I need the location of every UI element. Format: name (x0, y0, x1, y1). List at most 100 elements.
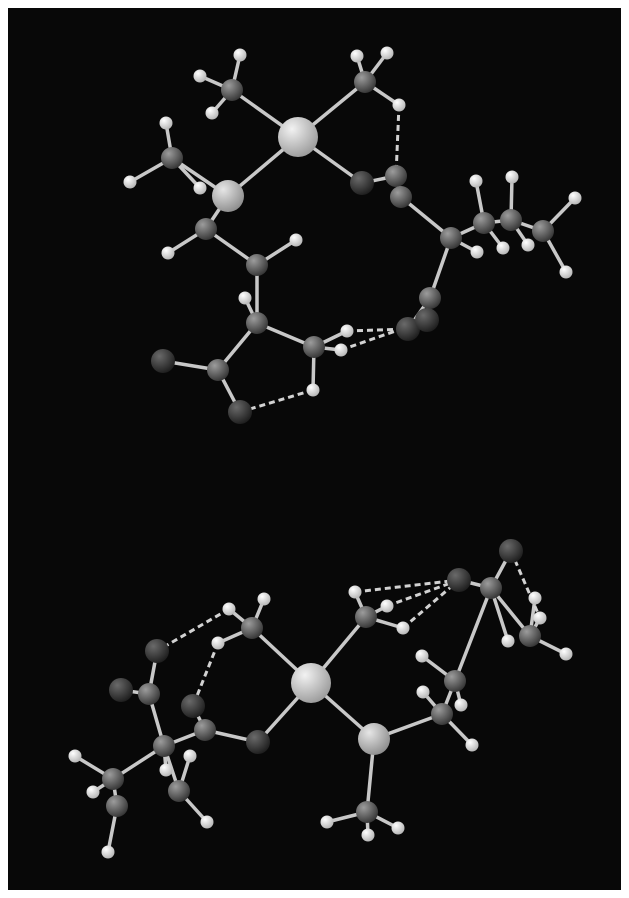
top-molecule-hydrogen-atom (238, 291, 252, 305)
bottom-molecule-carbon-atom (153, 735, 175, 757)
bottom-molecule-oxygen-atom (447, 568, 471, 592)
bottom-molecule-carbon-atom (480, 577, 502, 599)
bottom-molecule-hydrogen-atom (559, 647, 573, 661)
top-molecule-hydrogen-atom (521, 238, 535, 252)
bottom-molecule-carbon-atom (355, 606, 377, 628)
bottom-molecule-carbon-atom (106, 795, 128, 817)
bottom-molecule-carbon-atom (138, 683, 160, 705)
bottom-molecule-hydrogen-atom (101, 845, 115, 859)
top-molecule-carbon-atom (473, 212, 495, 234)
atoms-layer (68, 46, 582, 859)
top-molecule-hydrogen-atom (350, 49, 364, 63)
top-molecule-hydrogen-atom (334, 343, 348, 357)
top-molecule-hydrogen-atom (161, 246, 175, 260)
top-molecule-carbon-atom (221, 79, 243, 101)
bottom-molecule-carbon-atom (519, 625, 541, 647)
top-molecule-hydrogen-atom (193, 69, 207, 83)
bottom-molecule-oxygen-atom (181, 694, 205, 718)
bottom-molecule-metal-atom (291, 663, 331, 703)
bottom-molecule-hydrogen-bond (386, 578, 460, 608)
bottom-molecule-oxygen-atom (145, 639, 169, 663)
top-molecule-carbon-atom (532, 220, 554, 242)
top-molecule-oxygen-atom (396, 317, 420, 341)
top-molecule-carbon-atom (354, 71, 376, 93)
bottom-molecule-bond (453, 586, 493, 683)
bottom-molecule-hydrogen-bond (191, 642, 220, 707)
top-molecule-oxygen-atom (415, 308, 439, 332)
top-molecule-carbon-atom (161, 147, 183, 169)
top-molecule-hydrogen-atom (123, 175, 137, 189)
top-molecule-hydrogen-atom (568, 191, 582, 205)
top-molecule-carbon-atom (246, 312, 268, 334)
bottom-molecule-hydrogen-atom (348, 585, 362, 599)
bottom-molecule-hydrogen-atom (222, 602, 236, 616)
bottom-molecule-phosphorus-atom (358, 723, 390, 755)
top-molecule-carbon-atom (246, 254, 268, 276)
top-molecule-hydrogen-atom (469, 174, 483, 188)
top-molecule-hydrogen-bond (394, 104, 401, 177)
top-molecule-phosphorus-atom (212, 180, 244, 212)
bottom-molecule-carbon-atom (444, 670, 466, 692)
top-molecule-hydrogen-atom (159, 116, 173, 130)
bottom-molecule-hydrogen-bond (156, 607, 230, 653)
bottom-molecule-hydrogen-atom (211, 636, 225, 650)
top-molecule-hydrogen-atom (380, 46, 394, 60)
bottom-molecule-carbon-atom (431, 703, 453, 725)
bottom-molecule-hydrogen-atom (361, 828, 375, 842)
bottom-molecule-carbon-atom (241, 617, 263, 639)
top-molecule-hydrogen-atom (470, 245, 484, 259)
top-molecule-carbon-atom (440, 227, 462, 249)
top-molecule-oxygen-atom (151, 349, 175, 373)
bottom-molecule-hydrogen-atom (320, 815, 334, 829)
bottom-molecule-carbon-atom (356, 801, 378, 823)
bottom-molecule-hydrogen-atom (257, 592, 271, 606)
bottom-molecule-oxygen-atom (109, 678, 133, 702)
top-molecule-hydrogen-atom (559, 265, 573, 279)
top-molecule-carbon-atom (385, 165, 407, 187)
bottom-molecule-hydrogen-atom (465, 738, 479, 752)
top-molecule-hydrogen-atom (289, 233, 303, 247)
top-molecule-hydrogen-atom (505, 170, 519, 184)
bottom-molecule-hydrogen-atom (159, 763, 173, 777)
bottom-molecule-hydrogen-atom (391, 821, 405, 835)
top-molecule-oxygen-atom (228, 400, 252, 424)
top-molecule-carbon-atom (500, 209, 522, 231)
bottom-molecule-hydrogen-atom (396, 621, 410, 635)
top-molecule-hydrogen-atom (306, 383, 320, 397)
bottom-molecule-hydrogen-atom (183, 749, 197, 763)
bottom-molecule-hydrogen-atom (528, 591, 542, 605)
top-molecule-hydrogen-atom (340, 324, 354, 338)
bottom-molecule-carbon-atom (194, 719, 216, 741)
top-molecule-carbon-atom (303, 336, 325, 358)
bottom-molecule-hydrogen-atom (200, 815, 214, 829)
bottom-molecule-hydrogen-atom (68, 749, 82, 763)
bottom-molecule-hydrogen-atom (415, 649, 429, 663)
top-molecule-hydrogen-atom (496, 241, 510, 255)
top-molecule-hydrogen-atom (193, 181, 207, 195)
bottom-molecule-hydrogen-atom (501, 634, 515, 648)
bottom-molecule-hydrogen-bond (402, 578, 460, 630)
image-background (8, 8, 621, 890)
bottom-molecule-carbon-atom (102, 768, 124, 790)
bottom-molecule-hydrogen-atom (454, 698, 468, 712)
bottom-molecule-oxygen-atom (499, 539, 523, 563)
top-molecule-hydrogen-atom (205, 106, 219, 120)
bottom-molecule-hydrogen-atom (380, 599, 394, 613)
top-molecule-oxygen-atom (350, 171, 374, 195)
top-molecule-hydrogen-atom (392, 98, 406, 112)
bottom-molecule-hydrogen-atom (86, 785, 100, 799)
top-molecule-hydrogen-atom (233, 48, 247, 62)
bottom-molecule-hydrogen-bond (354, 578, 460, 594)
bottom-molecule-hydrogen-atom (416, 685, 430, 699)
bottom-molecule-hydrogen-atom (533, 611, 547, 625)
bottom-molecule-hydrogen-bond (509, 550, 542, 619)
top-molecule-carbon-atom (207, 359, 229, 381)
bottom-molecule-carbon-atom (168, 780, 190, 802)
top-molecule-hydrogen-bond (239, 388, 314, 414)
top-molecule-carbon-atom (195, 218, 217, 240)
top-molecule-metal-atom (278, 117, 318, 157)
bottom-molecule-oxygen-atom (246, 730, 270, 754)
top-molecule-carbon-atom (419, 287, 441, 309)
